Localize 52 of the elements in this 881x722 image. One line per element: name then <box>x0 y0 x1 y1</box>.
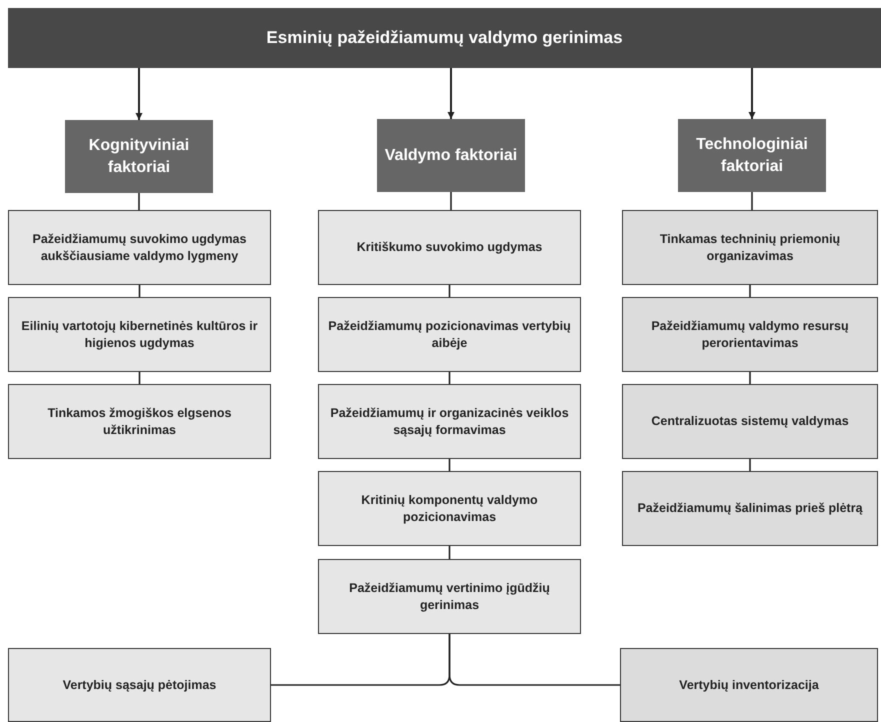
box-text: Eilinių vartotojų kibernetinės kultūros ir higienos ugdymas <box>20 318 259 352</box>
box-text: Technologiniai faktoriai <box>695 134 809 176</box>
box-text: Esminių pažeidžiamumų valdymo gerinimas <box>265 26 624 49</box>
connector-line <box>448 546 450 559</box>
category-box <box>678 119 826 192</box>
process-box <box>8 384 271 459</box>
process-box <box>622 297 878 372</box>
title-bar <box>8 8 881 68</box>
process-box <box>8 297 271 372</box>
connector-line <box>448 634 620 686</box>
category-box <box>377 119 525 192</box>
process-box <box>8 648 271 722</box>
box-text: Pažeidžiamumų suvokimo ugdymas aukščiausiame valdymo lygmeny <box>32 230 248 264</box>
connector-line <box>749 372 751 384</box>
box-text: Kritinių komponentų valdymo pozicionavimas <box>360 492 539 526</box>
arrow <box>748 68 756 119</box>
box-text: Vertybių inventorizacija <box>678 676 820 694</box>
process-box <box>318 471 581 546</box>
process-box <box>622 384 878 459</box>
connector-line <box>751 192 753 210</box>
box-text: Valdymo faktoriai <box>384 146 518 166</box>
connector-line <box>749 285 751 297</box>
connector-line <box>448 372 450 384</box>
process-box <box>622 210 878 285</box>
box-text: Pažeidžiamumų ir organizacinės veiklos sąsajų formavimas <box>329 404 570 438</box>
process-box <box>8 210 271 285</box>
box-text: Vertybių sąsajų pėtojimas <box>62 676 218 694</box>
process-box <box>620 648 878 722</box>
process-box <box>318 384 581 459</box>
box-text: Pažeidžiamumų valdymo resursų perorientavimas <box>650 318 850 352</box>
arrow <box>136 68 142 120</box>
box-text: Kognityviniai faktoriai <box>88 136 190 178</box>
box-text: Pažeidžiamumų pozicionavimas vertybių aibėje <box>327 318 572 352</box>
process-box <box>318 559 581 634</box>
connector-line <box>448 459 450 471</box>
connector-line <box>138 193 140 210</box>
box-text: Pažeidžiamumų šalinimas prieš plėtrą <box>636 500 864 517</box>
box-text: Pažeidžiamumų vertinimo įgūdžių gerinimas <box>348 580 551 614</box>
process-box <box>622 471 878 546</box>
connector-line <box>448 285 450 297</box>
box-text: Tinkamos žmogiškos elgsenos užtikrinimas <box>46 404 232 438</box>
connector-line <box>749 459 751 471</box>
box-text: Centralizuotas sistemų valdymas <box>650 413 850 430</box>
process-box <box>318 297 581 372</box>
box-text: Tinkamas techninių priemonių organizavimas <box>658 230 842 264</box>
connector-line <box>138 372 140 384</box>
arrow <box>448 68 454 119</box>
connector-line <box>138 285 140 297</box>
category-box <box>65 120 213 193</box>
process-box <box>318 210 581 285</box>
connector-line <box>450 192 452 210</box>
box-text: Kritiškumo suvokimo ugdymas <box>356 239 544 256</box>
